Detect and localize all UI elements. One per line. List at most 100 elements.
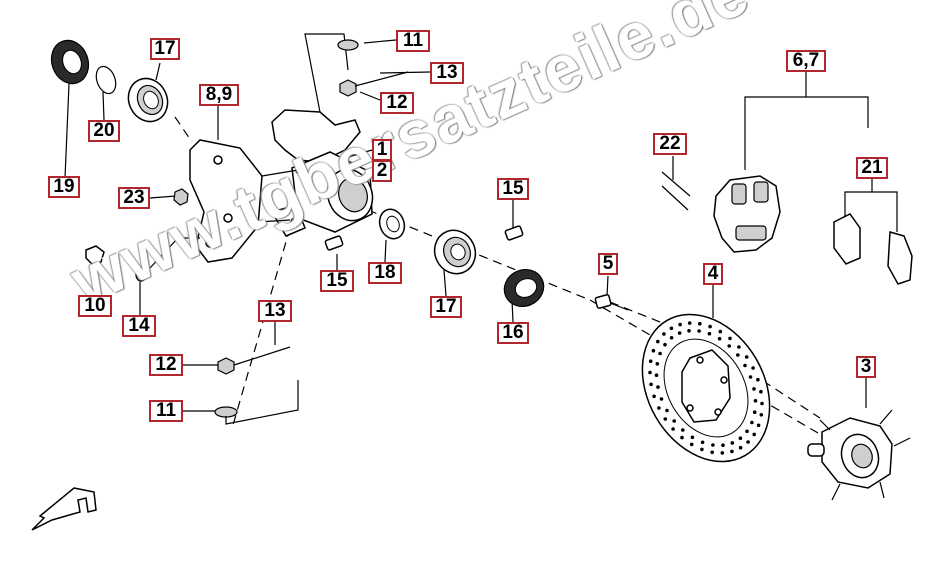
disc-hole xyxy=(753,399,758,403)
disc-hole xyxy=(700,447,704,452)
disc-hole xyxy=(760,401,764,406)
disc-hole xyxy=(671,427,675,431)
disc-hole xyxy=(720,451,725,455)
callout-18: 18 xyxy=(368,262,402,284)
disc-hole xyxy=(743,363,747,368)
disc-hole xyxy=(659,397,664,401)
disc-hole xyxy=(663,342,667,347)
callout-13-bottom: 13 xyxy=(258,300,292,322)
callout-22: 22 xyxy=(653,133,687,155)
callout-2: 2 xyxy=(372,160,392,182)
circlip-part-20 xyxy=(95,65,117,95)
bolt-part-15-right xyxy=(504,225,524,241)
disc-hole xyxy=(759,389,763,394)
front-direction-arrow-icon xyxy=(31,487,97,531)
disc-hole xyxy=(727,344,731,348)
brake-pads-part-21 xyxy=(833,213,913,285)
callout-5: 5 xyxy=(598,253,618,275)
stud-part-13-top xyxy=(354,71,409,87)
disc-hole xyxy=(663,417,668,421)
callout-14: 14 xyxy=(122,315,156,337)
disc-hole xyxy=(681,428,685,432)
callout-23: 23 xyxy=(118,187,150,209)
washer-part-14 xyxy=(135,266,147,282)
disc-hole xyxy=(697,329,701,333)
disc-hole xyxy=(648,370,652,375)
disc-hole xyxy=(662,332,666,336)
bracket-part-8-9 xyxy=(189,139,263,263)
callout-19: 19 xyxy=(48,176,80,198)
callout-21: 21 xyxy=(856,157,888,179)
disc-hole xyxy=(756,423,761,428)
bolt-part-15-mid xyxy=(324,235,344,251)
disc-hole xyxy=(669,326,674,331)
brake-disc-part-4 xyxy=(641,313,771,463)
callout-12-top: 12 xyxy=(380,92,414,114)
disc-hole xyxy=(730,441,735,445)
disc-hole xyxy=(689,442,694,447)
disc-hole xyxy=(717,336,722,341)
disc-hole xyxy=(746,440,750,444)
bracket-link-line xyxy=(149,237,179,269)
hub-part-3 xyxy=(807,409,911,501)
knuckle-part-1-2 xyxy=(257,109,374,237)
bearing-part-17-bottom xyxy=(433,229,477,275)
disc-hole xyxy=(711,443,715,447)
callout-17-bottom: 17 xyxy=(430,296,462,318)
disc-hole xyxy=(738,436,743,441)
disc-hole xyxy=(756,377,760,382)
disc-hole xyxy=(698,321,702,326)
callout-15-right: 15 xyxy=(497,178,529,200)
washer-part-11-top xyxy=(337,39,359,51)
pins-part-22 xyxy=(661,171,691,211)
disc-hole xyxy=(656,339,660,344)
disc-hole xyxy=(700,440,705,445)
bolt-part-10 xyxy=(85,245,133,271)
spacer-part-18 xyxy=(378,208,406,240)
nut-part-23 xyxy=(173,188,189,206)
disc-hole xyxy=(707,331,712,336)
callout-1: 1 xyxy=(372,139,392,161)
callout-13-top: 13 xyxy=(430,62,464,84)
disc-hole xyxy=(759,413,764,417)
disc-hole xyxy=(730,449,734,454)
callout-12-bottom: 12 xyxy=(149,354,183,376)
disc-hole xyxy=(687,329,691,333)
disc-hole xyxy=(678,322,682,327)
callout-17-top: 17 xyxy=(150,38,180,60)
callout-3: 3 xyxy=(856,356,876,378)
disc-hole xyxy=(656,385,660,389)
disc-hole xyxy=(677,331,682,335)
disc-hole xyxy=(651,348,656,353)
disc-hole xyxy=(750,420,754,425)
nut-part-12-bottom xyxy=(217,357,235,375)
disc-hole xyxy=(672,419,676,423)
disc-hole xyxy=(680,435,684,440)
bearing-part-17-top xyxy=(127,77,169,123)
callout-16: 16 xyxy=(497,322,529,344)
disc-hole xyxy=(669,336,674,340)
disc-hole xyxy=(721,443,725,448)
disc-hole xyxy=(652,394,656,399)
callout-20: 20 xyxy=(88,120,120,142)
disc-hole xyxy=(654,373,659,378)
callout-11-top: 11 xyxy=(396,30,430,52)
disc-hole xyxy=(655,362,660,366)
disc-hole xyxy=(748,375,753,379)
disc-hole xyxy=(736,353,740,357)
disc-hole xyxy=(649,382,653,387)
bolt-part-5 xyxy=(594,294,629,311)
callout-11-bottom: 11 xyxy=(149,400,183,422)
disc-hole xyxy=(744,355,749,359)
disc-hole xyxy=(687,321,692,325)
disc-hole xyxy=(752,387,756,391)
disc-hole xyxy=(690,435,695,440)
disc-hole xyxy=(665,408,669,413)
disc-hole xyxy=(658,351,662,356)
callout-10: 10 xyxy=(78,295,112,317)
callout-4: 4 xyxy=(703,263,723,285)
disc-hole xyxy=(718,329,723,334)
disc-hole xyxy=(708,324,712,329)
